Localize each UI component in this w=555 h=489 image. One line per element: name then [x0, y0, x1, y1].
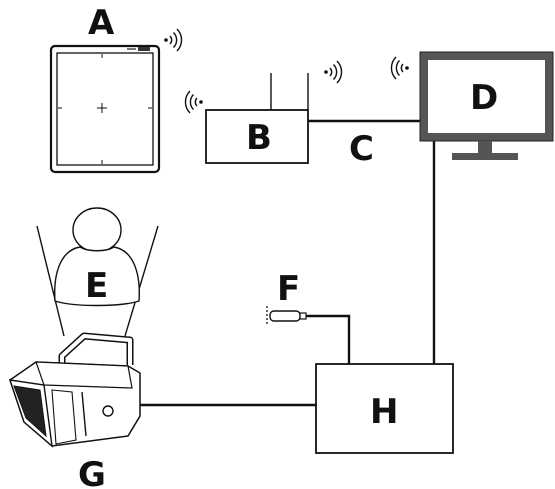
monitor — [419, 51, 554, 160]
wifi-icon — [184, 90, 203, 114]
xray-generator — [8, 332, 141, 448]
label-e: E — [85, 266, 108, 306]
connections — [132, 119, 436, 407]
wifi-icon — [390, 56, 409, 80]
wifi-icon — [324, 60, 343, 84]
label-d: D — [470, 78, 498, 118]
router — [205, 73, 309, 164]
label-g: G — [78, 455, 106, 489]
label-c: C — [349, 129, 374, 169]
label-a: A — [88, 3, 115, 43]
patient — [36, 207, 159, 337]
detector-panel — [49, 44, 161, 174]
wifi-icon — [164, 28, 183, 52]
label-f: F — [277, 269, 300, 309]
label-h: H — [370, 392, 398, 432]
label-b: B — [246, 118, 272, 158]
crosshair-icon — [58, 54, 152, 164]
control-unit — [315, 363, 454, 454]
wire-f-to-h — [306, 314, 351, 364]
hand-switch — [266, 306, 307, 326]
